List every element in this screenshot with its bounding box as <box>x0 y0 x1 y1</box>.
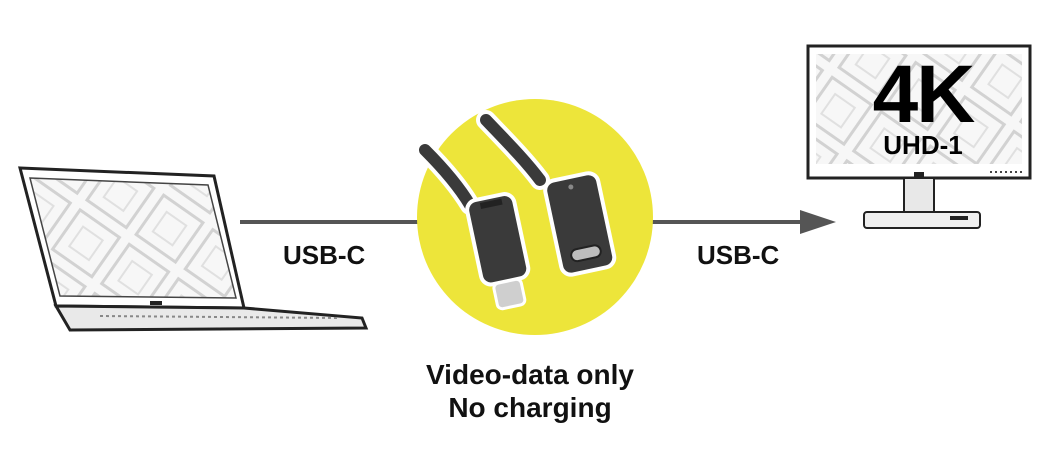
usb-c-extension-cable-icon <box>415 110 617 311</box>
monitor-standard-label: UHD-1 <box>883 130 963 160</box>
arrow-right-icon <box>650 210 836 234</box>
left-connection-label: USB-C <box>283 240 366 270</box>
laptop-icon <box>18 166 369 332</box>
monitor-icon <box>806 44 1032 229</box>
highlight-circle <box>417 99 653 335</box>
right-connection-label: USB-C <box>697 240 780 270</box>
cable-note-line2: No charging <box>448 392 612 423</box>
cable-note: Video-data only No charging <box>380 358 680 424</box>
cable-note-line1: Video-data only <box>426 359 634 390</box>
monitor-resolution-label: 4K <box>872 49 976 140</box>
